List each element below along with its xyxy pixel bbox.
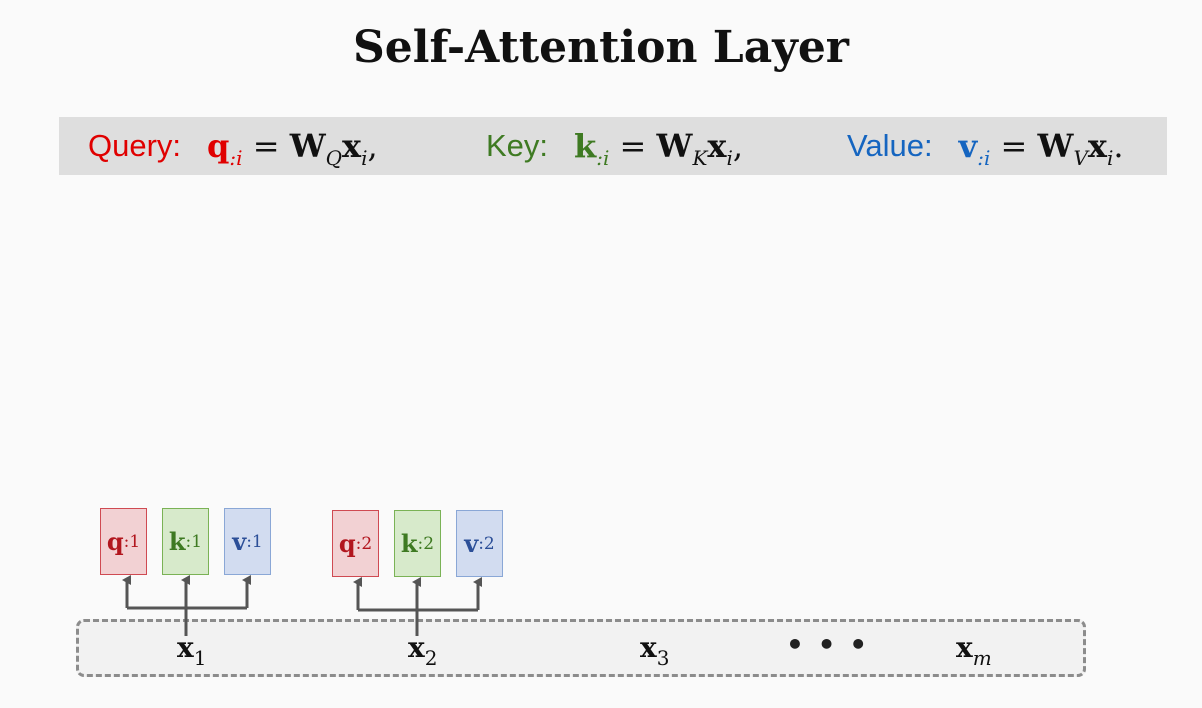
value-vector-2: v:2 xyxy=(456,510,503,577)
query-label: Query: xyxy=(88,128,182,163)
value-formula: Value: v:i = WVxi. xyxy=(847,117,1124,175)
ellipsis: • • • xyxy=(786,628,870,661)
value-label: Value: xyxy=(847,128,933,163)
input-x1: x1 xyxy=(177,631,207,670)
key-label: Key: xyxy=(486,128,549,163)
input-x2: x2 xyxy=(408,631,438,670)
key-vector-2: k:2 xyxy=(394,510,441,577)
query-vector-1: q:1 xyxy=(100,508,147,575)
value-equation: v:i = WVxi. xyxy=(958,127,1124,170)
connector-group-2 xyxy=(353,577,482,636)
query-equation: q:i = WQxi, xyxy=(207,127,378,170)
slide-title: Self-Attention Layer xyxy=(353,22,849,73)
query-formula: Query: q:i = WQxi, xyxy=(88,117,378,175)
input-xm: xm xyxy=(956,631,992,670)
input-x3: x3 xyxy=(640,631,670,670)
key-equation: k:i = WKxi, xyxy=(574,127,744,170)
query-vector-2: q:2 xyxy=(332,510,379,577)
key-formula: Key: k:i = WKxi, xyxy=(486,117,743,175)
value-vector-1: v:1 xyxy=(224,508,271,575)
input-sequence-box xyxy=(76,619,1086,677)
connector-group-1 xyxy=(122,575,251,636)
key-vector-1: k:1 xyxy=(162,508,209,575)
formula-bar: Query: q:i = WQxi, Key: k:i = WKxi, Valu… xyxy=(59,117,1167,175)
